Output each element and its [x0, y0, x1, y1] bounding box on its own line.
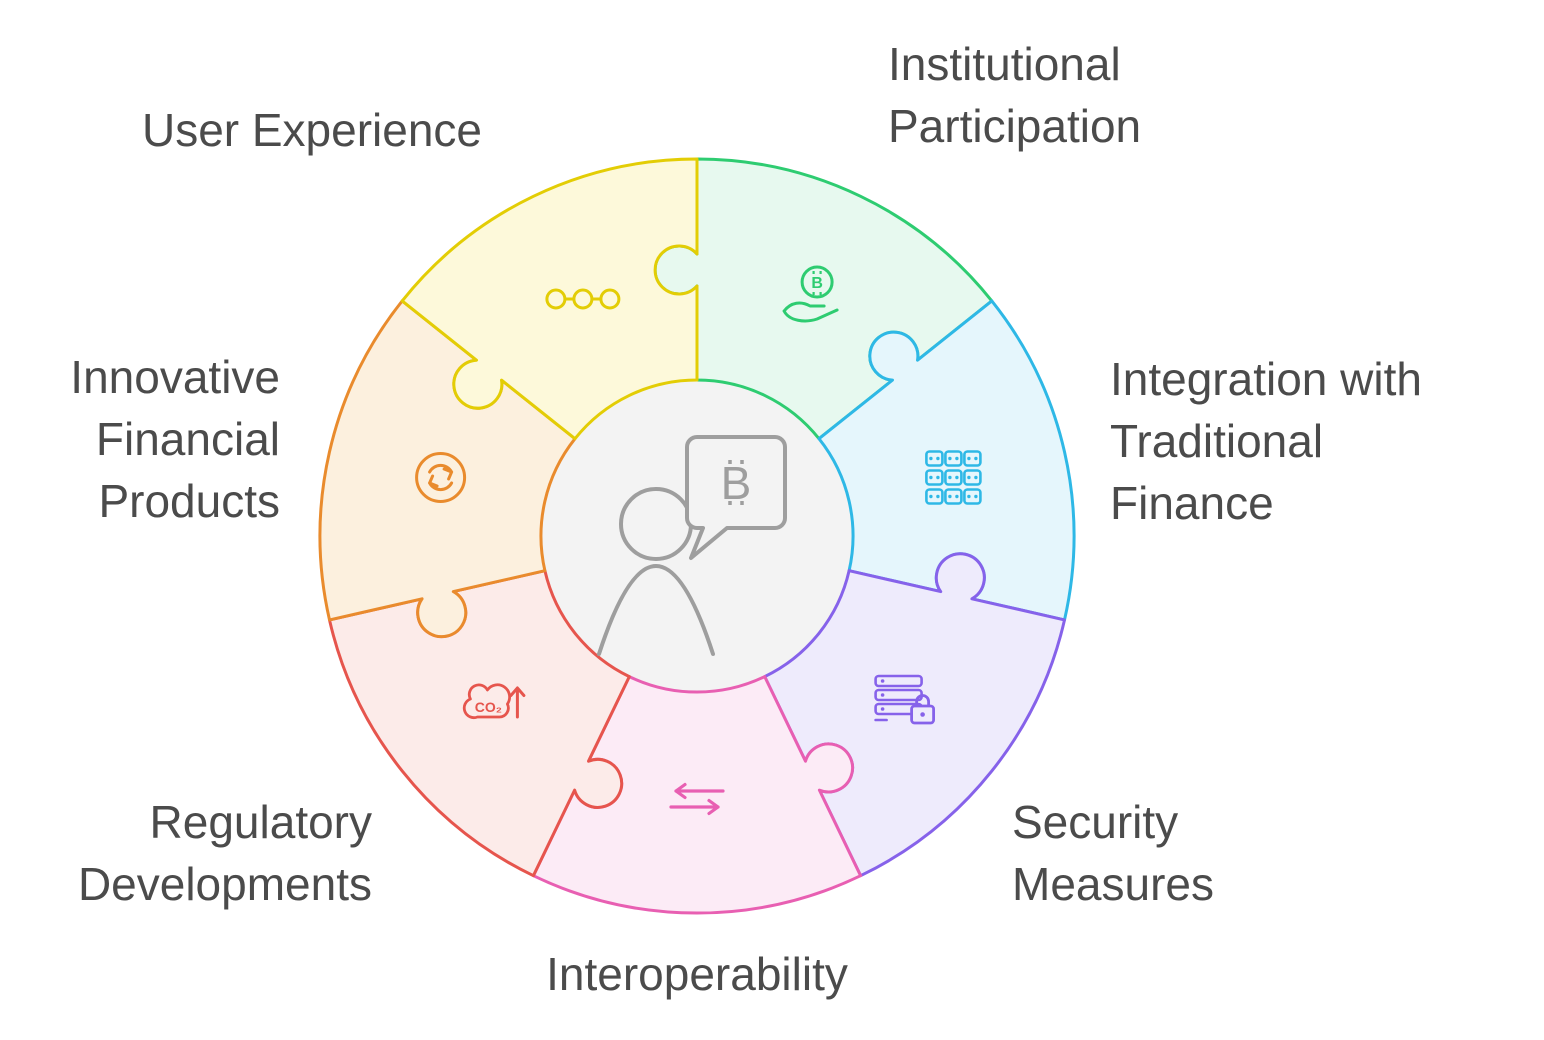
- label-line: Institutional: [888, 38, 1121, 90]
- blockchain-blocks-icon: [925, 450, 982, 505]
- swap-arrows-icon: [669, 782, 725, 816]
- label-line: Financial: [96, 413, 280, 465]
- label-line: Finance: [1110, 477, 1274, 529]
- svg-text:B: B: [721, 457, 752, 509]
- segment-label-interoperability: Interoperability: [546, 948, 848, 1000]
- server-lock-icon: [874, 674, 935, 725]
- refresh-circle-icon: [415, 452, 467, 503]
- label-line: Interoperability: [546, 948, 848, 1000]
- segment-user-experience: [400, 157, 699, 441]
- label-line: Innovative: [70, 351, 280, 403]
- segment-label-user-experience: User Experience: [142, 104, 482, 156]
- linked-dots-icon: [545, 288, 621, 310]
- co2-arrow-icon: CO₂: [462, 683, 526, 719]
- label-line: Traditional: [1110, 415, 1323, 467]
- label-line: Products: [98, 475, 280, 527]
- label-line: Developments: [78, 858, 372, 910]
- label-line: Participation: [888, 100, 1141, 152]
- svg-text:B: B: [811, 275, 823, 292]
- hand-bitcoin-icon: B: [782, 265, 839, 323]
- label-line: Integration with: [1110, 353, 1422, 405]
- label-line: Security: [1012, 796, 1178, 848]
- center-circle: [541, 380, 853, 692]
- co2-label: CO₂: [475, 699, 502, 715]
- label-line: User Experience: [142, 104, 482, 156]
- label-line: Measures: [1012, 858, 1214, 910]
- label-line: Regulatory: [150, 796, 372, 848]
- person-chat-bitcoin-icon: B: [597, 435, 787, 656]
